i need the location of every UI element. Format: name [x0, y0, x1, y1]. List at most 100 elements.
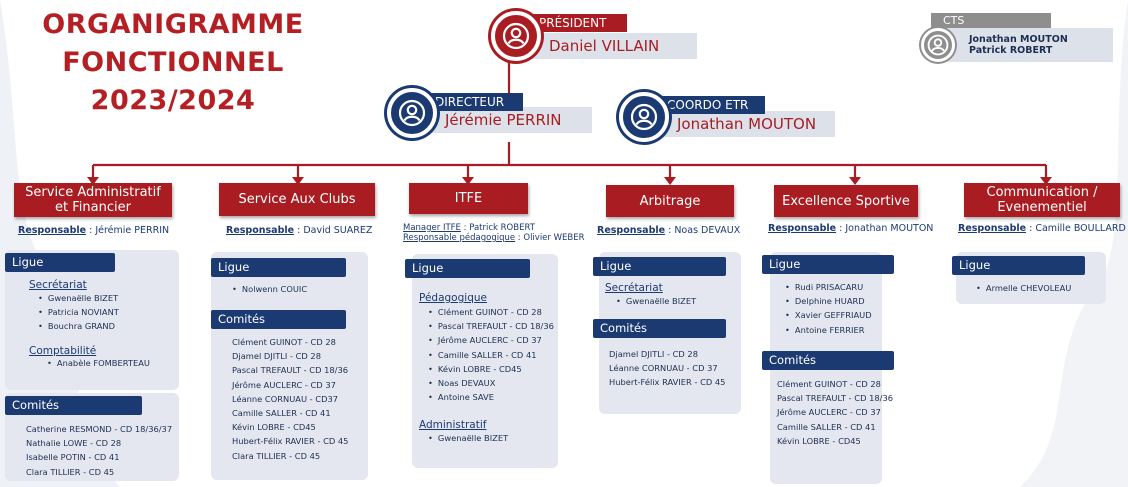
resp-label: Responsable	[226, 225, 295, 236]
dept-arbitrage-header: Arbitrage	[606, 185, 734, 217]
list-item: Clara TILLIER - CD 45	[232, 450, 321, 461]
dept-itfe-pedagogique-list: Clément GUINOT - CD 28 Pascal TREFAULT -…	[428, 305, 554, 404]
list-item: Hubert-Félix RAVIER - CD 45	[609, 377, 726, 388]
list-item: Djamel DJITLI - CD 28	[609, 349, 698, 359]
dept-communication-ligue-list: Armelle CHEVOLEAU	[976, 281, 1071, 295]
cts-name-2: Patrick ROBERT	[969, 45, 1053, 56]
dept-arbitrage-resp-name: Noas DEVAUX	[674, 225, 741, 236]
resp-label: Responsable	[597, 225, 666, 236]
president-name: Daniel VILLAIN	[515, 33, 697, 59]
list-item: Anabèle FOMBERTEAU	[47, 356, 150, 370]
dept-admin-comites-list: Catherine RESMOND - CD 18/36/37 Nathalie…	[26, 422, 172, 479]
dept-itfe-pedagogique-label: Pédagogique	[419, 292, 487, 304]
list-item: Armelle CHEVOLEAU	[976, 281, 1071, 295]
dept-communication-resp: Responsable : Camille BOULLARD	[958, 223, 1126, 234]
list-item: Isabelle POTIN - CD 41	[26, 452, 120, 463]
dept-clubs-header: Service Aux Clubs	[219, 183, 375, 216]
directeur-name: Jérémie PERRIN	[411, 107, 592, 133]
user-icon	[502, 22, 530, 50]
dept-itfe-administratif-list: Gwenaëlle BIZET	[428, 431, 508, 445]
list-item: Bouchra GRAND	[38, 319, 119, 333]
cts-circle	[921, 28, 955, 62]
list-item: Camille SALLER - CD 41	[232, 408, 331, 419]
dept-excellence-comites-list: Clément GUINOT - CD 28 Pascal TREFAULT -…	[777, 377, 893, 448]
list-item: Camille SALLER - CD 41	[777, 421, 876, 432]
list-item: Kévin LOBRE - CD45	[232, 422, 316, 433]
dept-itfe-resp-peda: Responsable pédagogique : Olivier WEBER	[403, 233, 585, 243]
user-icon	[398, 99, 426, 127]
title-line-3: 2023/2024	[90, 85, 256, 116]
user-icon	[630, 103, 658, 131]
cts-names: Jonathan MOUTON Patrick ROBERT	[941, 28, 1113, 62]
list-item: Delphine HUARD	[785, 294, 872, 308]
dept-communication-header: Communication / Evenementiel	[964, 183, 1120, 217]
dept-clubs-resp-name: David SUAREZ	[303, 225, 373, 236]
title-line-1: ORGANIGRAMME	[42, 9, 304, 40]
dept-excellence-header: Excellence Sportive	[774, 185, 918, 217]
dept-admin-secretariat-label: Secrétariat	[29, 279, 87, 291]
list-item: Djamel DJITLI - CD 28	[232, 351, 321, 362]
user-icon	[927, 34, 949, 56]
cts-tag: CTS	[931, 13, 1051, 28]
coordo-name: Jonathan MOUTON	[643, 111, 835, 137]
coordo-tag: COORDO ETR	[659, 96, 765, 114]
president-circle	[491, 11, 541, 61]
dept-admin-comites-header: Comités	[5, 396, 142, 415]
coordo-circle	[619, 92, 669, 142]
cts-name-1: Jonathan MOUTON	[969, 34, 1068, 45]
dept-excellence-resp: Responsable : Jonathan MOUTON	[768, 223, 934, 234]
list-item: Hubert-Félix RAVIER - CD 45	[232, 436, 349, 447]
list-item: Jérôme AUCLERC - CD 37	[428, 333, 554, 347]
dept-excellence-resp-name: Jonathan MOUTON	[845, 223, 934, 234]
dept-arbitrage-secretariat-list: Gwenaëlle BIZET	[616, 294, 696, 308]
dept-itfe-manager: Manager ITFE : Patrick ROBERT	[403, 223, 535, 233]
list-item: Léanne CORNUAU - CD 37	[609, 363, 718, 374]
dept-arbitrage-secretariat-label: Secrétariat	[605, 282, 663, 294]
dept-itfe-resp-peda-name: Olivier WEBER	[523, 233, 585, 243]
list-item: Clara TILLIER - CD 45	[26, 466, 115, 477]
list-item: Rudi PRISACARU	[785, 280, 872, 294]
dept-clubs-comites-list: Clément GUINOT - CD 28 Djamel DJITLI - C…	[232, 335, 348, 463]
directeur-circle	[387, 88, 437, 138]
list-item: Catherine RESMOND - CD 18/36/37	[26, 424, 173, 434]
resp-label: Responsable	[768, 223, 837, 234]
dept-arbitrage-comites-header: Comités	[593, 319, 726, 338]
dept-admin-header: Service Administratif et Financier	[14, 183, 172, 217]
list-item: Camille SALLER - CD 41	[428, 348, 554, 362]
list-item: Kévin LOBRE - CD45	[428, 362, 554, 376]
list-item: Pascal TREFAULT - CD 18/36	[232, 365, 349, 376]
dept-excellence-ligue-header: Ligue	[762, 255, 894, 274]
dept-itfe-manager-name: Patrick ROBERT	[469, 223, 535, 233]
dept-clubs-comites-header: Comités	[211, 310, 346, 329]
title-line-2: FONCTIONNEL	[62, 47, 284, 78]
dept-arbitrage-resp: Responsable : Noas DEVAUX	[597, 225, 741, 236]
dept-admin-ligue-header: Ligue	[5, 253, 115, 272]
dept-admin-comptabilite-list: Anabèle FOMBERTEAU	[47, 356, 150, 370]
dept-admin-comptabilite-label: Comptabilité	[29, 345, 97, 357]
list-item: Jérôme AUCLERC - CD 37	[232, 379, 336, 390]
resp-label: Responsable	[958, 223, 1027, 234]
list-item: Clément GUINOT - CD 28	[777, 379, 881, 389]
dept-communication-ligue-header: Ligue	[952, 256, 1085, 275]
list-item: Gwenaëlle BIZET	[428, 431, 508, 445]
dept-itfe-ligue-header: Ligue	[405, 259, 530, 278]
list-item: Xavier GEFFRIAUD	[785, 308, 872, 322]
list-item: Gwenaëlle BIZET	[38, 291, 119, 305]
dept-communication-resp-name: Camille BOULLARD	[1035, 223, 1126, 234]
dept-arbitrage-ligue-header: Ligue	[593, 257, 726, 276]
list-item: Nathalie LOWE - CD 28	[26, 438, 122, 449]
dept-clubs-resp: Responsable : David SUAREZ	[226, 225, 373, 236]
list-item: Patricia NOVIANT	[38, 305, 119, 319]
list-item: Jérôme AUCLERC - CD 37	[777, 407, 881, 418]
dept-clubs-ligue-header: Ligue	[211, 258, 346, 277]
list-item: Antoine FERRIER	[785, 323, 872, 337]
dept-admin-resp-name: Jérémie PERRIN	[95, 225, 170, 236]
directeur-tag: DIRECTEUR	[427, 93, 523, 111]
resp-peda-label: Responsable pédagogique	[403, 233, 516, 243]
list-item: Noas DEVAUX	[428, 376, 554, 390]
dept-itfe-header: ITFE	[409, 183, 528, 214]
page-title: ORGANIGRAMME FONCTIONNEL 2023/2024	[18, 6, 328, 120]
resp-label: Responsable	[18, 225, 87, 236]
dept-itfe-administratif-label: Administratif	[419, 419, 487, 431]
list-item: Clément GUINOT - CD 28	[428, 305, 554, 319]
